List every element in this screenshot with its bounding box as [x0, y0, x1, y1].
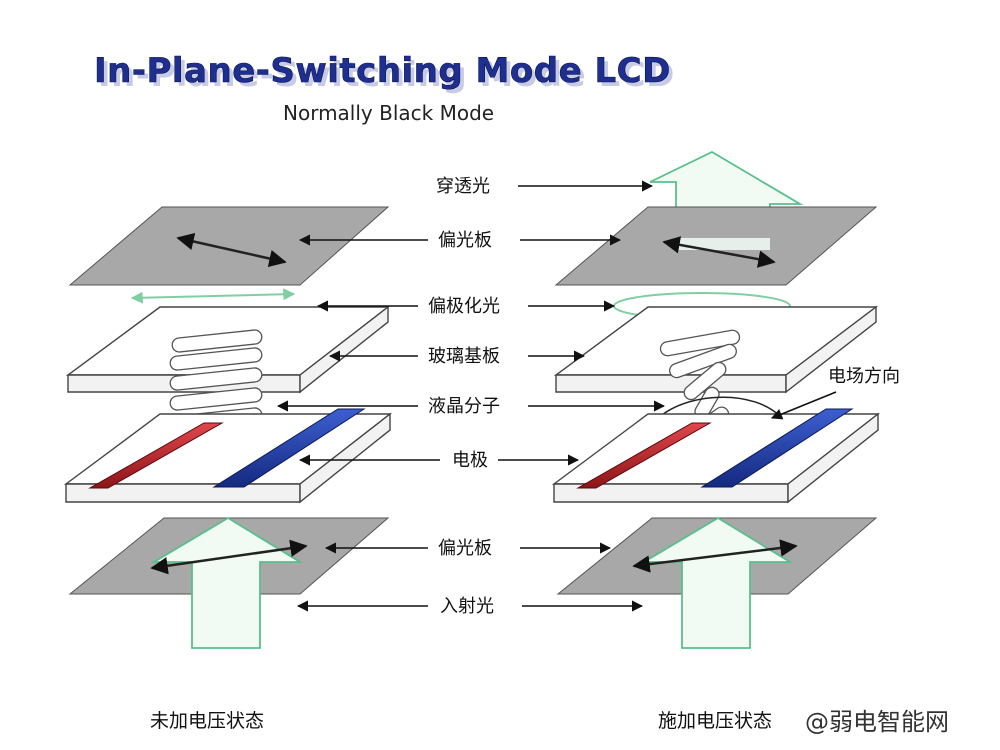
label-polarizer-top: 偏光板	[438, 230, 492, 251]
label-transmitted-light: 穿透光	[436, 176, 490, 197]
lc-molecule	[169, 367, 263, 391]
page-subtitle: Normally Black Mode	[283, 101, 494, 125]
right-bottom-polarizer-axis-arrow	[632, 539, 798, 573]
label-polarized-light: 偏极化光	[428, 296, 500, 317]
watermark: @弱电智能网	[805, 708, 949, 736]
right-electrode-red	[576, 422, 712, 489]
lc-molecule	[659, 329, 741, 357]
label-electrode: 电极	[452, 450, 488, 471]
label-lc-molecules: 液晶分子	[428, 396, 500, 417]
lc-molecule	[169, 387, 263, 411]
page-title-shadow: In-Plane-Switching Mode LCD	[98, 55, 675, 95]
left-electrode-blue	[212, 408, 366, 488]
label-incident-light: 入射光	[440, 596, 494, 617]
label-polarizer-bottom: 偏光板	[438, 538, 492, 559]
caption-voltage-applied: 施加电压状态	[658, 710, 772, 732]
right-electrode-blue	[700, 408, 854, 488]
lc-molecule	[171, 329, 263, 353]
left-polarized-light-arrow	[130, 288, 296, 304]
left-bottom-polarizer-axis-arrow	[150, 539, 308, 575]
center-labels: 穿透光 偏光板 偏极化光 玻璃基板 液晶分子 电极 偏光板 入射光 电场方向	[276, 176, 900, 617]
left-stack	[63, 206, 393, 649]
right-stack	[551, 150, 881, 649]
label-field-direction: 电场方向	[828, 366, 900, 387]
left-top-polarizer	[68, 206, 390, 286]
left-electrode-red	[88, 422, 224, 489]
right-top-polarizer-axis-arrow	[662, 236, 776, 268]
label-glass-substrate: 玻璃基板	[428, 346, 500, 367]
left-top-polarizer-axis-arrow	[176, 232, 287, 268]
lc-molecule	[669, 343, 737, 379]
caption-no-voltage: 未加电压状态	[150, 710, 264, 732]
page-title: In-Plane-Switching Mode LCD	[94, 51, 671, 91]
lc-molecule	[169, 347, 263, 371]
lc-molecule	[683, 361, 727, 401]
